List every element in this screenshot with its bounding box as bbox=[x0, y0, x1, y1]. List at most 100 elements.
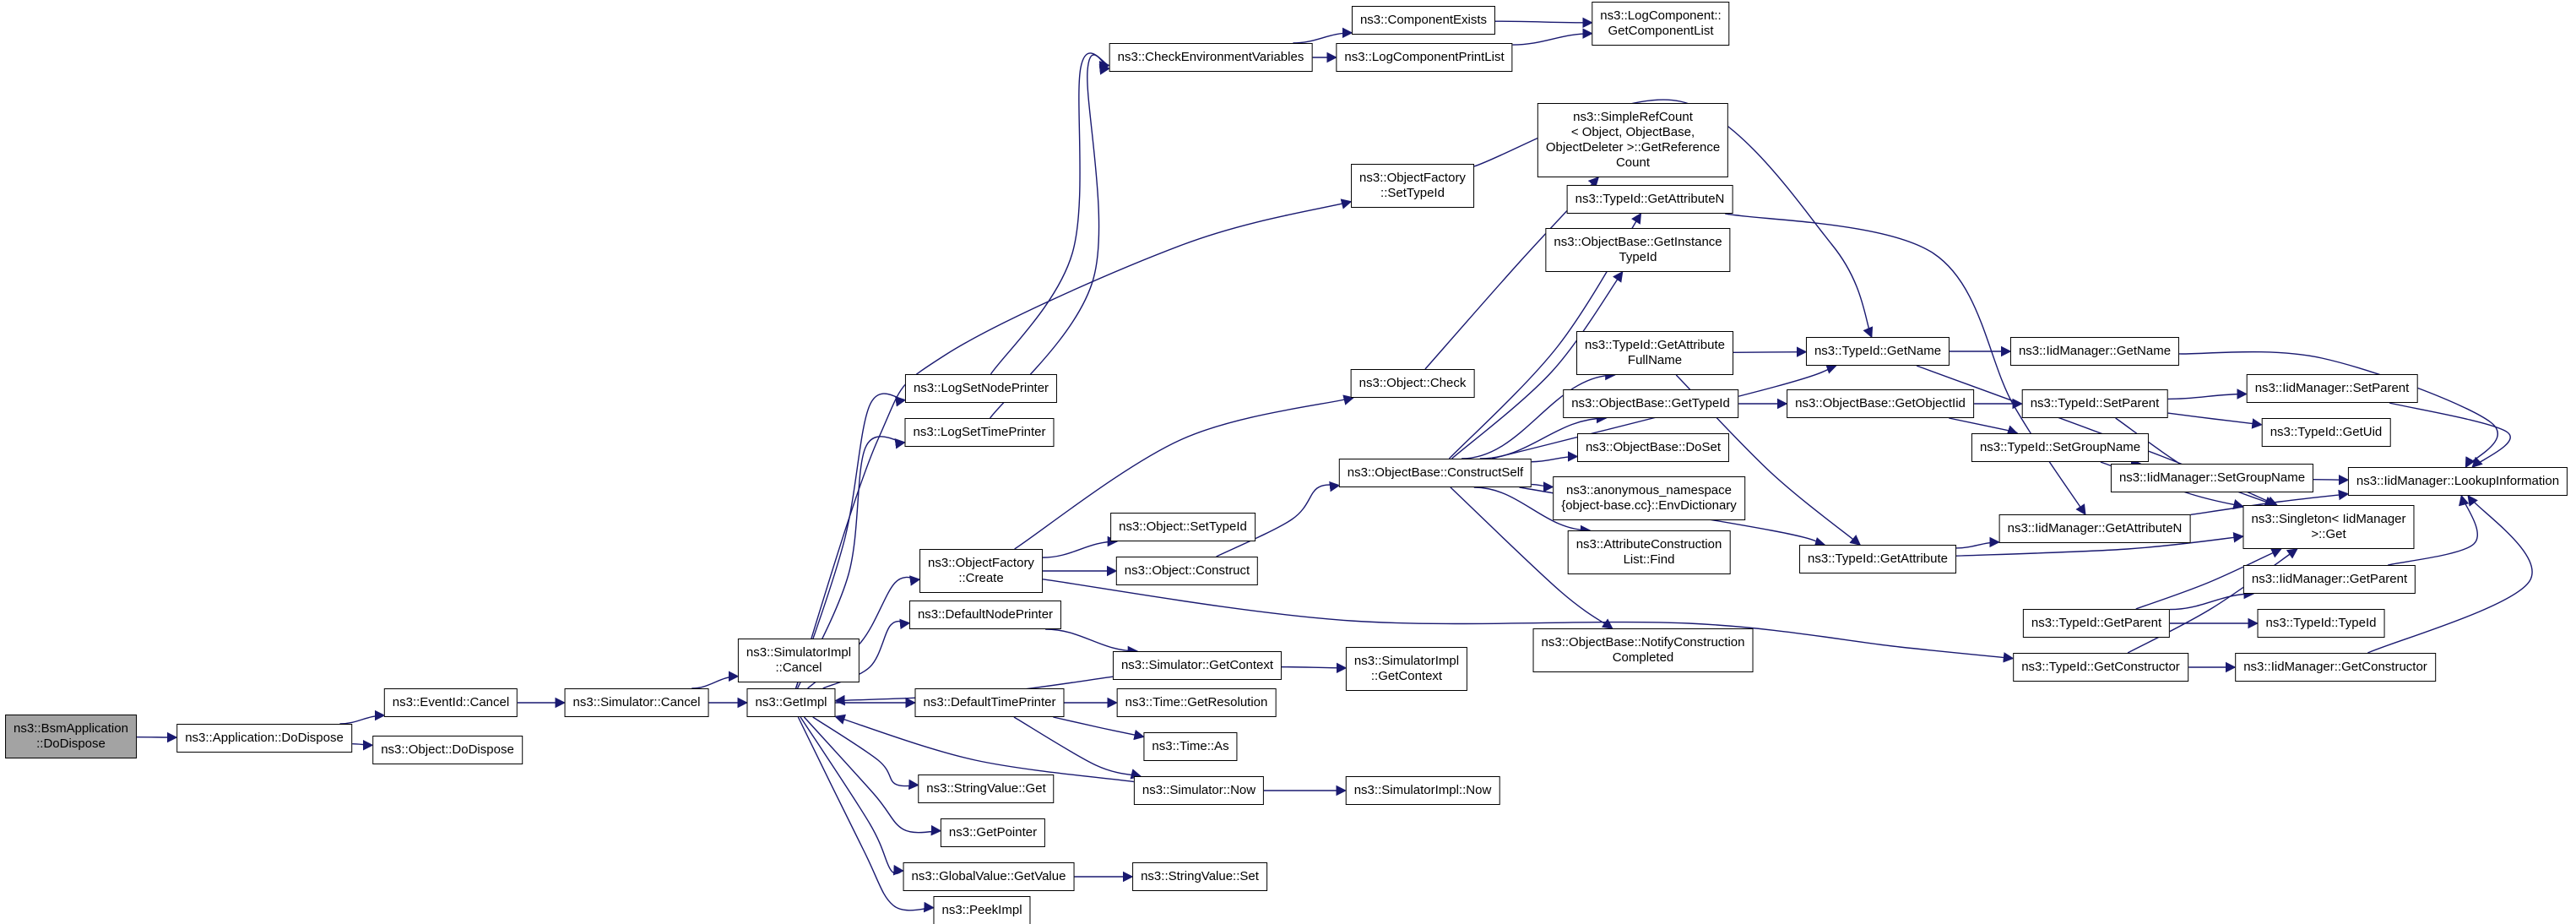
graph-node-label: ns3::PeekImpl bbox=[941, 903, 1022, 917]
graph-node-object-dodispose[interactable]: ns3::Object::DoDispose bbox=[372, 736, 523, 764]
graph-node-getpointer[interactable]: ns3::GetPointer bbox=[940, 818, 1046, 847]
graph-node-label: ns3::GlobalValue::GetValue bbox=[911, 869, 1066, 883]
graph-node-label: ns3::LogComponent:: bbox=[1600, 8, 1722, 23]
graph-node-label: ::DoDispose bbox=[36, 736, 106, 751]
graph-node-label: ns3::ObjectBase::GetTypeId bbox=[1571, 396, 1730, 410]
graph-node-peekimpl[interactable]: ns3::PeekImpl bbox=[933, 896, 1031, 924]
graph-node-label: ns3::Simulator::GetContext bbox=[1120, 658, 1274, 672]
graph-node-typeid-setparent[interactable]: ns3::TypeId::SetParent bbox=[2021, 389, 2168, 418]
graph-node-iidmanager-getname[interactable]: ns3::IidManager::GetName bbox=[2009, 337, 2180, 366]
graph-node-iidmanager-getconstructor[interactable]: ns3::IidManager::GetConstructor bbox=[2235, 653, 2436, 682]
graph-node-defaulttimeprinter[interactable]: ns3::DefaultTimePrinter bbox=[914, 688, 1065, 717]
graph-node-stringvalue-set[interactable]: ns3::StringValue::Set bbox=[1132, 862, 1267, 891]
graph-node-iidmanager-setgroupname[interactable]: ns3::IidManager::SetGroupName bbox=[2110, 464, 2314, 492]
graph-node-object-construct[interactable]: ns3::Object::Construct bbox=[1115, 557, 1259, 585]
edge-logsettimeprinter--checkenvironmentvariables bbox=[990, 54, 1110, 419]
graph-node-label: ns3::ObjectBase::NotifyConstruction bbox=[1541, 635, 1745, 650]
graph-node-eventid-cancel[interactable]: ns3::EventId::Cancel bbox=[383, 688, 518, 717]
graph-node-simulatorimpl-now[interactable]: ns3::SimulatorImpl::Now bbox=[1345, 776, 1500, 805]
graph-node-application-dodispose[interactable]: ns3::Application::DoDispose bbox=[176, 724, 352, 753]
edge-objectfactory-create--typeid-getconstructor bbox=[1042, 579, 2015, 663]
graph-node-logcomponent-getcomponentlist[interactable]: ns3::LogComponent::GetComponentList bbox=[1592, 2, 1730, 46]
graph-node-typeid-getattributen[interactable]: ns3::TypeId::GetAttributeN bbox=[1566, 185, 1733, 214]
edge-typeid-getconstructor--singleton-get bbox=[2127, 548, 2298, 654]
graph-node-label: ns3::SimpleRefCount bbox=[1573, 110, 1693, 124]
edge-simulator-cancel--simulatorimpl-cancel bbox=[691, 671, 740, 689]
graph-node-label: ns3::SimulatorImpl bbox=[746, 645, 852, 660]
graph-node-label: ns3::Time::As bbox=[1152, 739, 1229, 753]
graph-node-label: ns3::ObjectBase::ConstructSelf bbox=[1347, 465, 1524, 480]
graph-node-logsetnodeprinter[interactable]: ns3::LogSetNodePrinter bbox=[904, 374, 1058, 403]
graph-node-label: ns3::EventId::Cancel bbox=[392, 695, 510, 709]
graph-node-singleton-get[interactable]: ns3::Singleton< IidManager>::Get bbox=[2242, 505, 2415, 549]
edge-application-dodispose--eventid-cancel bbox=[339, 709, 386, 725]
graph-node-typeid-typeid[interactable]: ns3::TypeId::TypeId bbox=[2257, 609, 2385, 638]
graph-node-time-getresolution[interactable]: ns3::Time::GetResolution bbox=[1116, 688, 1277, 717]
graph-node-logsettimeprinter[interactable]: ns3::LogSetTimePrinter bbox=[904, 418, 1055, 447]
graph-node-label: ns3::Object::Construct bbox=[1124, 563, 1250, 578]
edge-simulator-now--getimpl bbox=[834, 714, 1135, 783]
graph-node-envdictionary[interactable]: ns3::anonymous_namespace{object-base.cc}… bbox=[1553, 476, 1745, 520]
graph-node-label: ns3::TypeId::GetAttribute bbox=[1585, 338, 1725, 352]
edge-typeid-getattribute--singleton-get bbox=[1955, 532, 2244, 557]
edge-objectbase-constructself--notifyconstructioncompleted bbox=[1450, 486, 1613, 629]
graph-node-objectbase-constructself[interactable]: ns3::ObjectBase::ConstructSelf bbox=[1338, 459, 1532, 487]
graph-node-simulatorimpl-cancel[interactable]: ns3::SimulatorImpl::Cancel bbox=[737, 639, 860, 682]
graph-node-typeid-getuid[interactable]: ns3::TypeId::GetUid bbox=[2261, 418, 2391, 447]
graph-node-typeid-getparent[interactable]: ns3::TypeId::GetParent bbox=[2022, 609, 2171, 638]
graph-node-stringvalue-get[interactable]: ns3::StringValue::Get bbox=[918, 775, 1055, 803]
edge-iidmanager-getconstructor--iidmanager-lookupinformation bbox=[2367, 494, 2533, 654]
graph-node-label: ns3::TypeId::GetName bbox=[1814, 344, 1942, 358]
edge-object-construct--objectbase-constructself bbox=[1216, 481, 1341, 557]
graph-node-objectfactory-settypeid[interactable]: ns3::ObjectFactory::SetTypeId bbox=[1351, 164, 1474, 208]
graph-node-time-as[interactable]: ns3::Time::As bbox=[1143, 732, 1238, 761]
edge-logcomponentprintlist--logcomponent-getcomponentlist bbox=[1512, 28, 1593, 46]
graph-node-label: ns3::LogSetTimePrinter bbox=[913, 425, 1046, 439]
graph-node-simulator-getcontext[interactable]: ns3::Simulator::GetContext bbox=[1112, 651, 1283, 680]
edge-iidmanager-setparent--iidmanager-lookupinformation bbox=[2389, 402, 2511, 468]
graph-node-objectbase-doset[interactable]: ns3::ObjectBase::DoSet bbox=[1576, 433, 1730, 462]
graph-node-getreferencecount[interactable]: ns3::SimpleRefCount< Object, ObjectBase,… bbox=[1537, 103, 1729, 177]
graph-node-bsm-dodispose[interactable]: ns3::BsmApplication::DoDispose bbox=[5, 715, 137, 758]
graph-node-object-check[interactable]: ns3::Object::Check bbox=[1350, 369, 1475, 398]
graph-node-typeid-getconstructor[interactable]: ns3::TypeId::GetConstructor bbox=[2013, 653, 2188, 682]
graph-node-simulator-now[interactable]: ns3::Simulator::Now bbox=[1133, 776, 1265, 805]
graph-node-iidmanager-getattributen[interactable]: ns3::IidManager::GetAttributeN bbox=[1998, 514, 2191, 543]
graph-node-checkenvironmentvariables[interactable]: ns3::CheckEnvironmentVariables bbox=[1109, 43, 1313, 72]
graph-node-iidmanager-getparent[interactable]: ns3::IidManager::GetParent bbox=[2242, 565, 2416, 594]
graph-node-simulatorimpl-getcontext[interactable]: ns3::SimulatorImpl::GetContext bbox=[1345, 647, 1468, 691]
graph-node-label: ns3::DefaultTimePrinter bbox=[923, 695, 1056, 709]
edge-objectbase-constructself--objectbase-doset bbox=[1531, 451, 1579, 463]
graph-node-logcomponentprintlist[interactable]: ns3::LogComponentPrintList bbox=[1336, 43, 1513, 72]
graph-node-componentexists[interactable]: ns3::ComponentExists bbox=[1351, 6, 1496, 35]
graph-node-label: ns3::ObjectBase::GetInstance bbox=[1554, 235, 1722, 249]
graph-node-iidmanager-lookupinformation[interactable]: ns3::IidManager::LookupInformation bbox=[2347, 467, 2568, 496]
graph-node-objectbase-getobjectiid[interactable]: ns3::ObjectBase::GetObjectIid bbox=[1787, 389, 1974, 418]
graph-node-label: ns3::IidManager::SetGroupName bbox=[2118, 470, 2306, 485]
edge-getimpl--peekimpl bbox=[797, 716, 935, 913]
graph-node-getimpl[interactable]: ns3::GetImpl bbox=[746, 688, 836, 717]
graph-node-label: ns3::CheckEnvironmentVariables bbox=[1117, 50, 1304, 64]
graph-node-globalvalue-getvalue[interactable]: ns3::GlobalValue::GetValue bbox=[903, 862, 1075, 891]
edge-typeid-setparent--typeid-getuid bbox=[2167, 412, 2263, 429]
graph-node-objectbase-gettypeid[interactable]: ns3::ObjectBase::GetTypeId bbox=[1563, 389, 1738, 418]
graph-node-simulator-cancel[interactable]: ns3::Simulator::Cancel bbox=[564, 688, 709, 717]
graph-node-typeid-getname[interactable]: ns3::TypeId::GetName bbox=[1805, 337, 1950, 366]
graph-node-typeid-setgroupname[interactable]: ns3::TypeId::SetGroupName bbox=[1971, 433, 2150, 462]
graph-node-defaultnodeprinter[interactable]: ns3::DefaultNodePrinter bbox=[908, 601, 1062, 629]
graph-node-objectfactory-create[interactable]: ns3::ObjectFactory::Create bbox=[919, 549, 1043, 593]
graph-node-iidmanager-setparent[interactable]: ns3::IidManager::SetParent bbox=[2246, 374, 2418, 403]
graph-node-label: ns3::GetImpl bbox=[755, 695, 827, 709]
graph-node-label: ns3::LogSetNodePrinter bbox=[913, 381, 1049, 395]
graph-node-object-settypeid[interactable]: ns3::Object::SetTypeId bbox=[1110, 513, 1255, 541]
graph-node-label: GetComponentList bbox=[1608, 24, 1714, 38]
edge-objectbase-constructself--envdictionary bbox=[1531, 481, 1554, 492]
edge-objectbase-getobjectiid--typeid-setgroupname bbox=[1949, 417, 2019, 436]
graph-node-label: ns3::StringValue::Set bbox=[1141, 869, 1259, 883]
graph-node-typeid-getattribute[interactable]: ns3::TypeId::GetAttribute bbox=[1799, 545, 1956, 573]
